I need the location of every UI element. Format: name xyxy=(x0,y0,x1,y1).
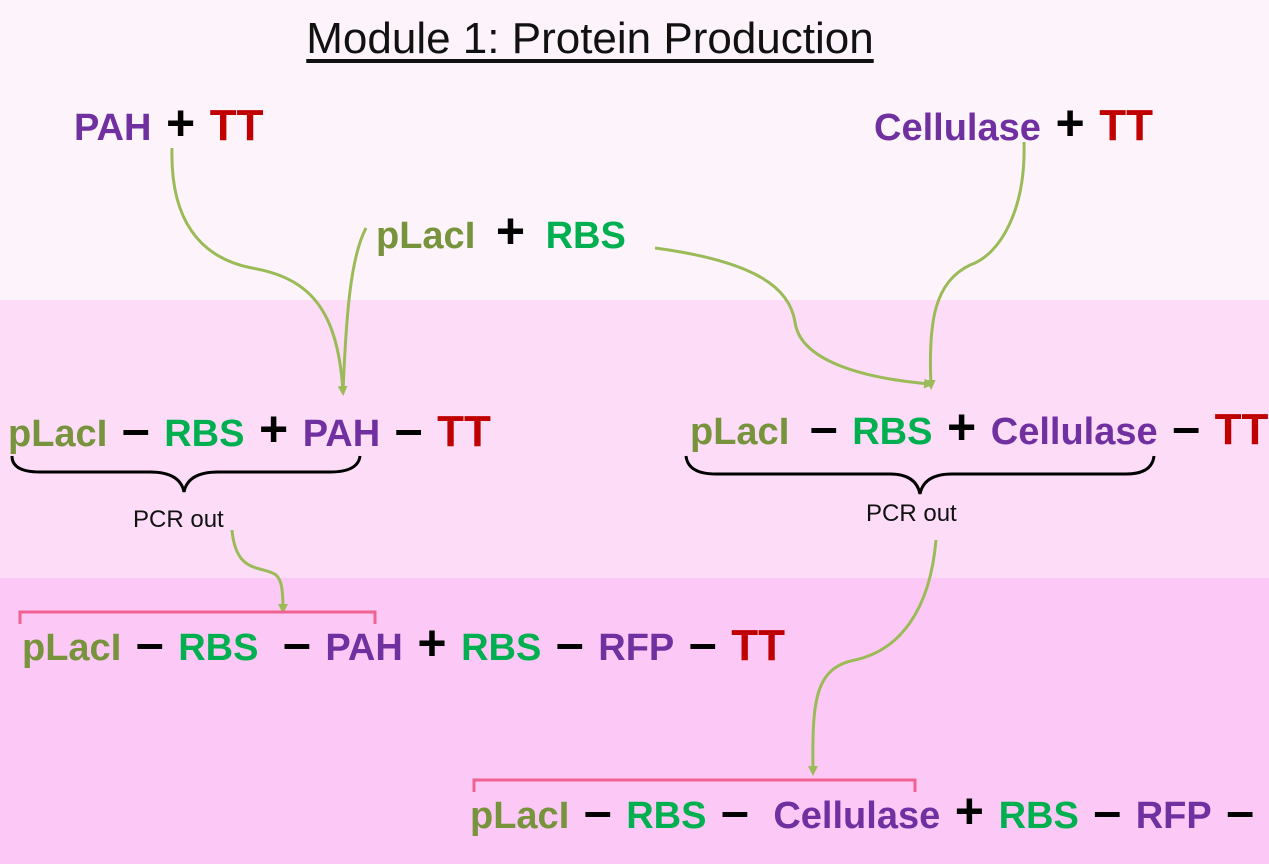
page-title: Module 1: Protein Production xyxy=(306,14,874,63)
dash-operator: – xyxy=(394,401,423,457)
dash-operator: – xyxy=(809,399,838,455)
arrow-cellulase-to-construct xyxy=(925,141,1026,390)
part-rbs: RBS xyxy=(852,411,933,453)
arrow-pcr-right-to-assembly xyxy=(807,539,938,776)
arrow-pah-to-construct xyxy=(170,147,348,396)
part-tt: TT xyxy=(1214,405,1269,454)
part-rbs: RBS xyxy=(626,795,707,837)
part-cellulase: Cellulase xyxy=(773,795,941,837)
background-band-bottom xyxy=(0,578,1269,864)
part-tt: TT xyxy=(437,407,491,456)
bracket-bottom-right xyxy=(472,778,917,792)
part-placi: pLacI xyxy=(22,627,122,669)
part-tt: TT xyxy=(731,621,785,670)
dash-operator: – xyxy=(720,783,749,839)
plus-operator: + xyxy=(165,95,196,151)
pcr-out-label-right: PCR out xyxy=(866,500,957,527)
dash-operator: – xyxy=(135,615,164,671)
part-rbs: RBS xyxy=(461,627,542,669)
dash-operator: – xyxy=(282,615,311,671)
part-pah: PAH xyxy=(302,413,381,455)
plus-operator: + xyxy=(954,783,984,839)
dash-operator: – xyxy=(1093,783,1122,839)
plus-operator: + xyxy=(946,399,977,455)
part-cellulase: Cellulase xyxy=(990,411,1158,453)
part-rbs: RBS xyxy=(998,795,1079,837)
dash-operator: – xyxy=(583,783,612,839)
part-placi: pLacI xyxy=(690,411,790,453)
bottom-right-construct: pLacI – RBS – Cellulase + RBS – RFP – TT xyxy=(470,786,1269,836)
mid-right-construct: pLacI – RBS + Cellulase – TT xyxy=(690,402,1268,452)
top-right-group: Cellulase + TT xyxy=(874,98,1153,148)
part-rfp: RFP xyxy=(598,627,675,669)
plus-operator: + xyxy=(495,203,526,259)
part-placi: pLacI xyxy=(470,795,570,837)
arrow-placi-to-right-construct xyxy=(654,246,934,389)
part-rbs: RBS xyxy=(545,215,626,257)
brace-left xyxy=(10,455,362,493)
dash-operator: – xyxy=(1172,399,1200,455)
part-placi: pLacI xyxy=(376,215,476,257)
part-rbs: RBS xyxy=(164,413,245,455)
part-placi: pLacI xyxy=(8,413,108,455)
plus-operator: + xyxy=(1055,95,1085,151)
part-tt: TT xyxy=(1099,101,1153,150)
arrow-placi-to-left-construct xyxy=(341,227,368,393)
pcr-out-label-left: PCR out xyxy=(133,506,224,533)
bracket-bottom-left xyxy=(18,610,377,624)
mid-left-construct: pLacI – RBS + PAH – TT xyxy=(8,404,491,454)
brace-right xyxy=(684,455,1156,495)
part-rbs: RBS xyxy=(178,627,259,669)
bottom-left-construct: pLacI – RBS – PAH + RBS – RFP – TT xyxy=(22,618,785,668)
part-tt: TT xyxy=(209,101,264,150)
arrow-pcr-left-to-assembly xyxy=(230,529,288,614)
dash-operator: – xyxy=(555,615,584,671)
dash-operator: – xyxy=(1226,783,1255,839)
top-center-group: pLacI + RBS xyxy=(376,206,626,256)
dash-operator: – xyxy=(121,401,150,457)
dash-operator: – xyxy=(688,615,717,671)
part-cellulase: Cellulase xyxy=(874,107,1041,149)
part-rfp: RFP xyxy=(1135,795,1212,837)
background-band-middle xyxy=(0,300,1269,578)
part-pah: PAH xyxy=(325,627,403,669)
plus-operator: + xyxy=(417,615,447,671)
plus-operator: + xyxy=(258,401,289,457)
top-left-group: PAH + TT xyxy=(74,98,264,148)
part-pah: PAH xyxy=(74,107,152,149)
